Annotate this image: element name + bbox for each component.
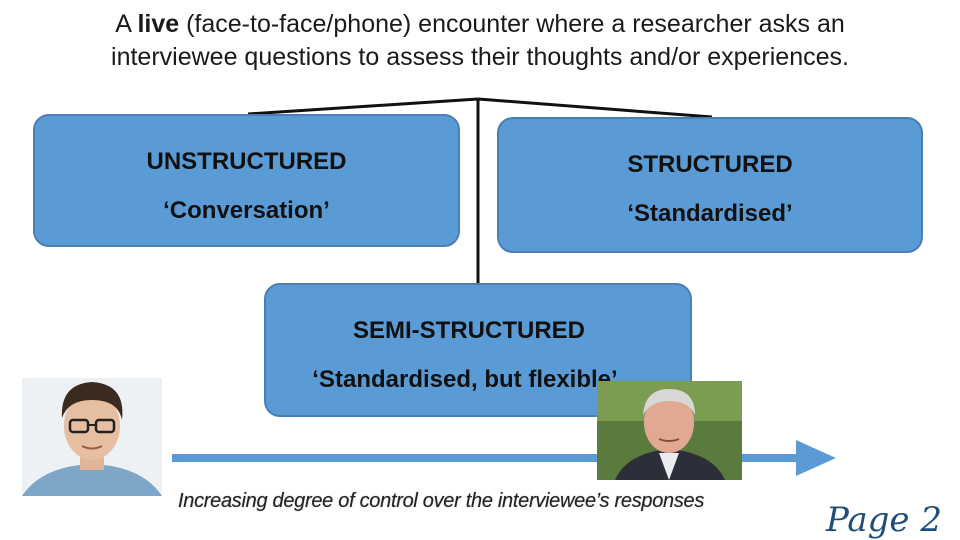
heading-line1-rest: (face-to-face/phone) encounter where a r… [179, 10, 845, 38]
interviewer-photo-right [597, 381, 742, 480]
heading-emphasis: live [137, 10, 180, 38]
semi-structured-box: SEMI-STRUCTURED ‘Standardised, but flexi… [264, 283, 692, 417]
unstructured-box: UNSTRUCTURED ‘Conversation’ [33, 114, 460, 247]
page-number: Page 2 [826, 500, 942, 540]
heading-prefix: A [115, 10, 138, 38]
definition-heading: A live (face-to-face/phone) encounter wh… [30, 8, 930, 74]
unstructured-title: UNSTRUCTURED [146, 148, 347, 175]
control-arrow-head [796, 440, 836, 476]
unstructured-subtitle: ‘Conversation’ [163, 197, 330, 224]
connector-left [247, 97, 479, 116]
interviewer-photo-left [22, 378, 162, 496]
structured-title: STRUCTURED [627, 151, 793, 178]
heading-line2: interviewee questions to assess their th… [111, 43, 849, 71]
control-arrow-label: Increasing degree of control over the in… [178, 490, 705, 512]
connector-right [477, 97, 713, 119]
structured-box: STRUCTURED ‘Standardised’ [497, 117, 923, 253]
semi-structured-subtitle: ‘Standardised, but flexible’ [312, 366, 618, 393]
structured-subtitle: ‘Standardised’ [627, 200, 793, 227]
control-arrow-shaft [172, 454, 800, 462]
semi-structured-title: SEMI-STRUCTURED [353, 317, 585, 344]
